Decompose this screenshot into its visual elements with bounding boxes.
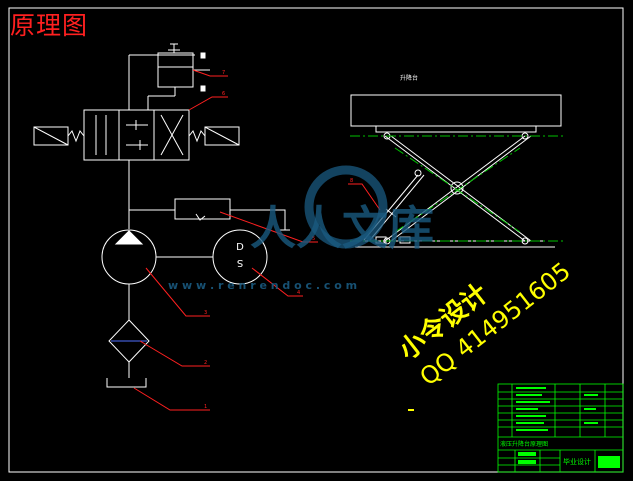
electric-motor [212,229,268,285]
part-label-5: 5 [312,236,315,242]
part-label-1: 1 [204,404,207,410]
drawing-frame [8,7,624,473]
part-label-7: 7 [222,70,225,76]
part-label-2: 2 [204,360,207,366]
part-label-6: 6 [222,91,225,97]
hidden-center-lines [350,135,565,242]
part-label-3: 3 [204,310,207,316]
leader-lines [133,69,381,411]
oil-tank [106,378,147,388]
part-number-labels: 7 6 5 4 3 2 1 8 [204,70,353,410]
hydraulic-cylinder [128,43,210,110]
drawing-title: 原理图 [10,11,89,40]
watermark-logo: 人人文库 w w w . r e n r e n d o c . c o m [168,165,434,292]
part-label-4: 4 [297,290,300,296]
oil-filter [108,284,150,378]
title-block-fills [516,387,620,468]
title-block [497,383,624,473]
motor-letter-bottom: S [237,257,243,268]
motor-letter-top: D [236,242,244,253]
title-block-caption: 液压升降台原理图 [500,440,548,448]
directional-valve [33,109,240,161]
watermark-brand: 人人文库 [250,201,434,255]
hydraulic-circuit [33,43,290,388]
pump [101,229,213,285]
scissor-pivot [450,181,464,195]
table-top [350,94,562,127]
part-label-8: 8 [350,178,353,184]
watermark-url: w w w . r e n r e n d o c . c o m [168,279,357,292]
relief-valve [174,198,290,231]
title-block-project: 毕业设计 [563,457,591,466]
lift-table-label: 升降台 [400,74,418,82]
